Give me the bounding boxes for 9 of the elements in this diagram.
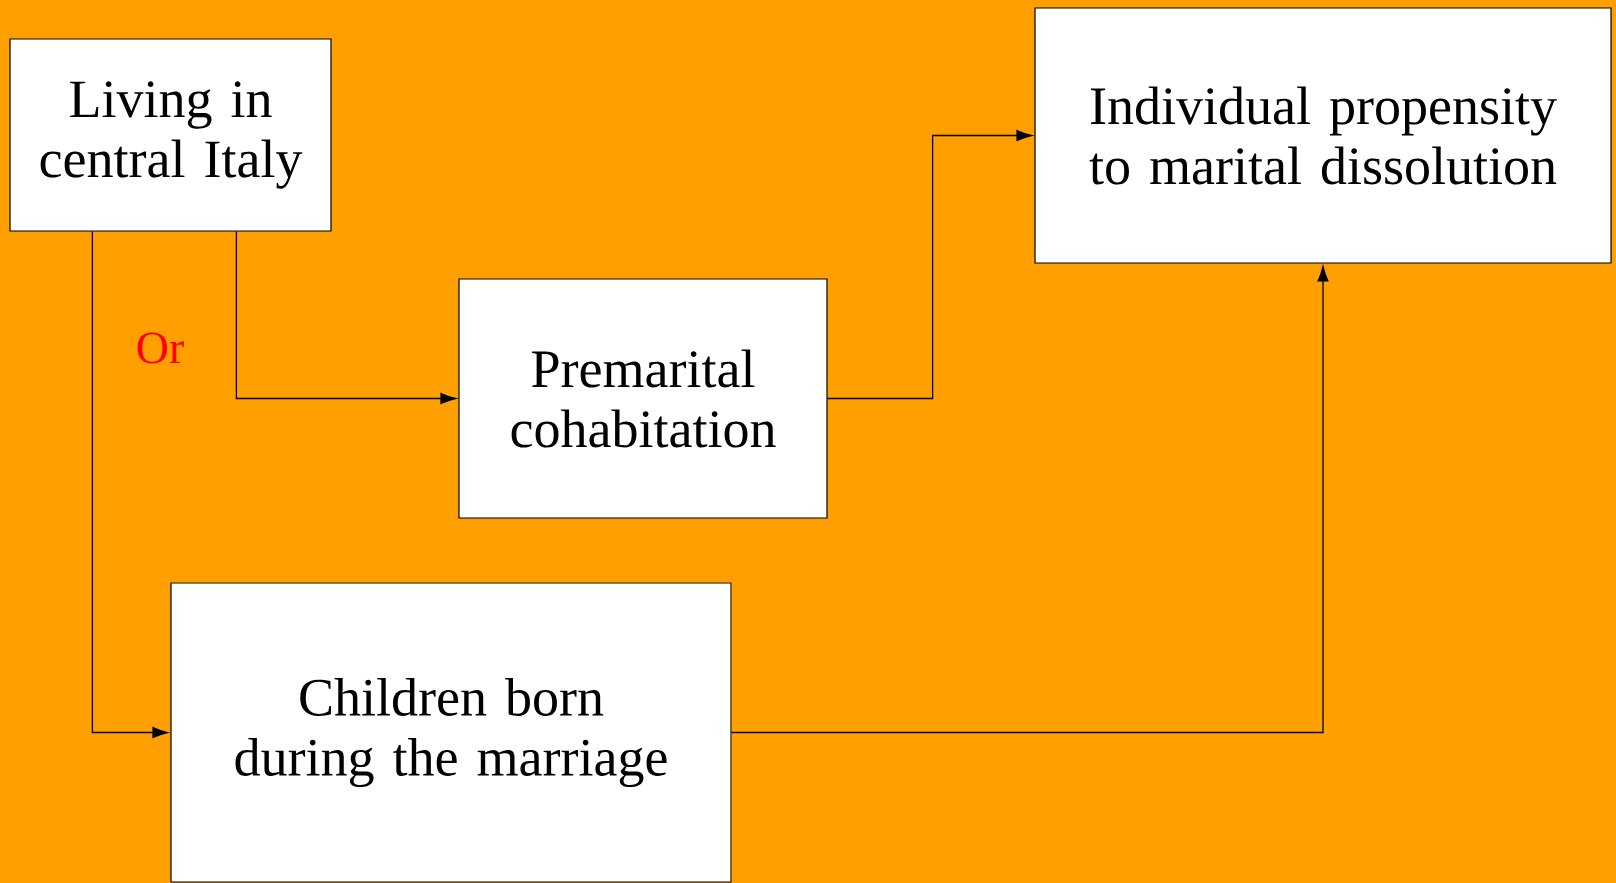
text-box: Premarital cohabitation: [458, 278, 828, 519]
text-box: Individual propensity to marital dissolution: [1034, 7, 1612, 264]
text-box: Children born during the marriage: [170, 582, 732, 883]
or-label: Or: [137, 332, 184, 364]
arrow: [235, 230, 457, 405]
arrow: [91, 230, 169, 739]
arrow: [826, 129, 1033, 400]
text-box: Living in central Italy: [9, 38, 332, 232]
arrow: [730, 265, 1329, 734]
